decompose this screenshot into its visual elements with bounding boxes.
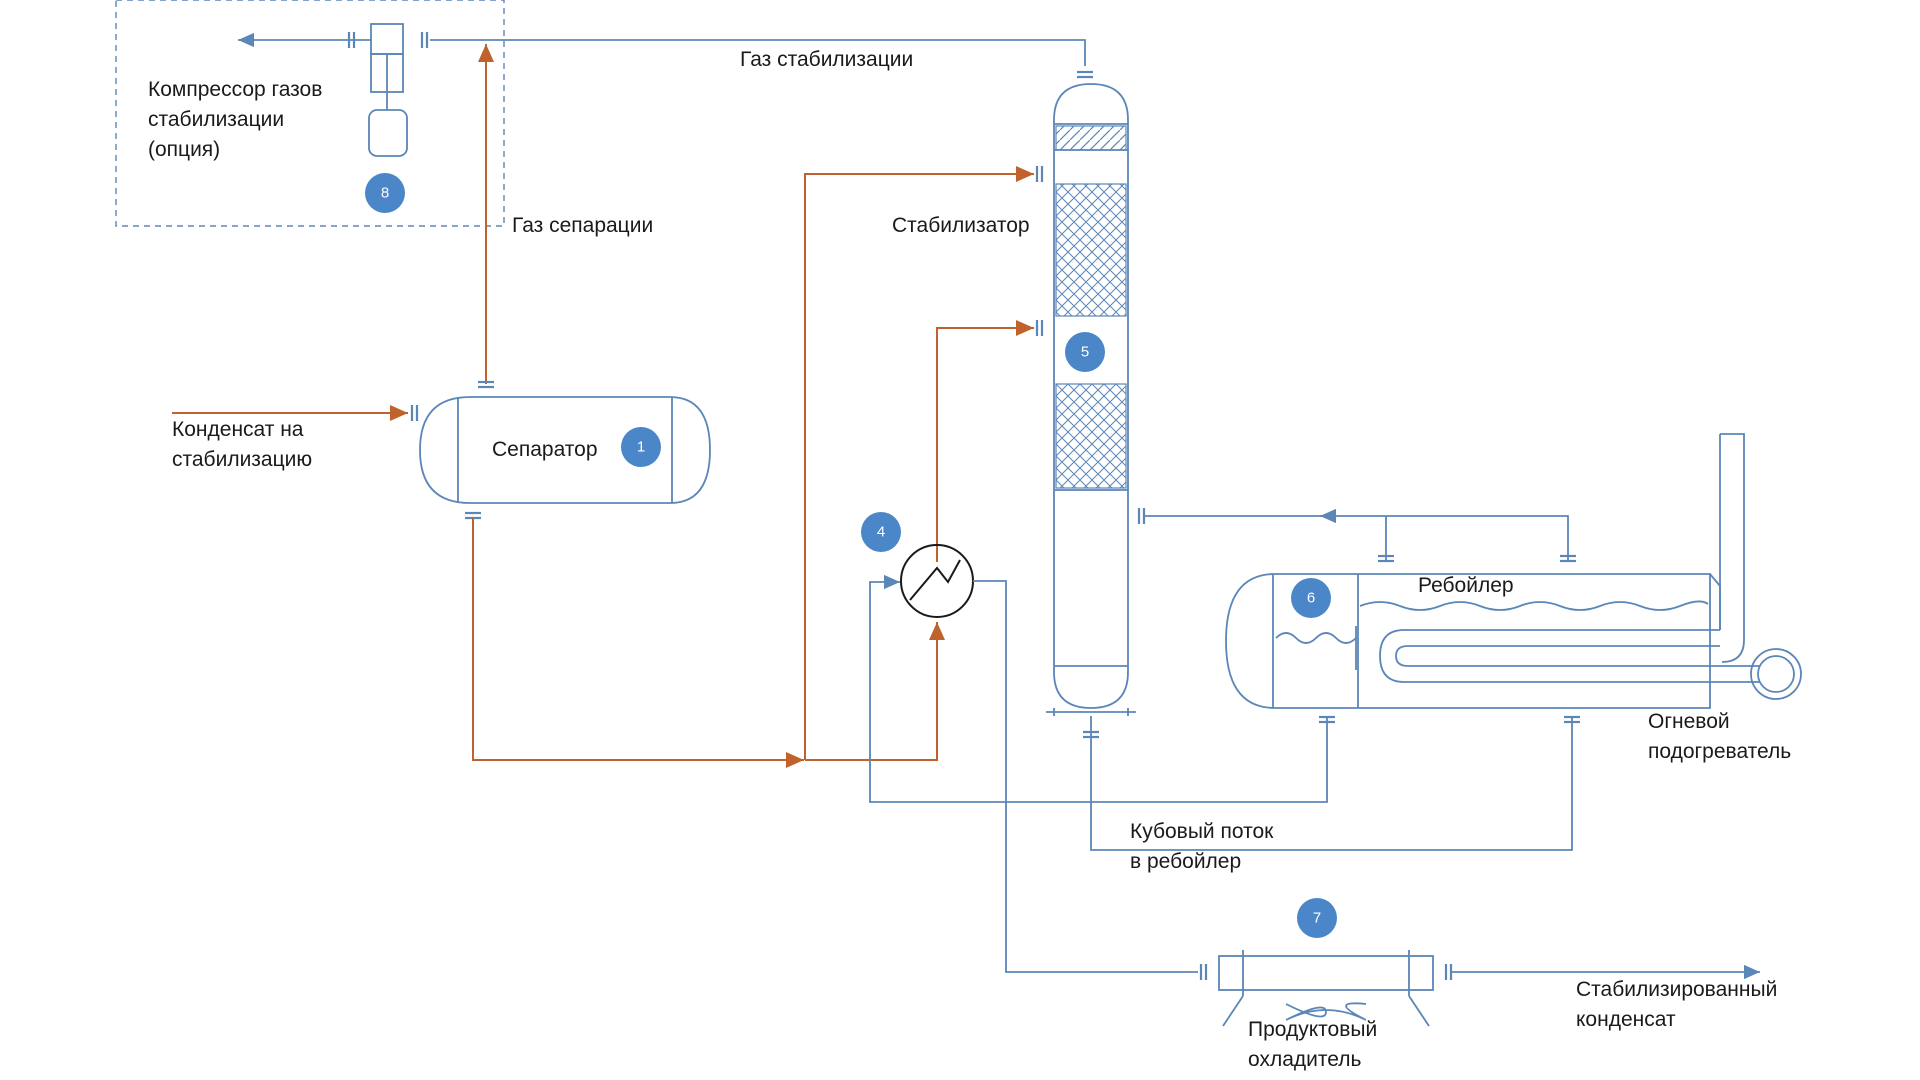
svg-text:7: 7 bbox=[1313, 910, 1321, 927]
compressor-option-box bbox=[115, 0, 505, 227]
svg-text:8: 8 bbox=[381, 185, 389, 202]
badge-stabilizer: 5 bbox=[1065, 332, 1105, 372]
reboiler-vapor-return bbox=[1145, 515, 1569, 560]
sep-gas-label: Газ сепарации bbox=[512, 214, 653, 237]
svg-text:1: 1 bbox=[637, 439, 645, 456]
badge-reboiler: 6 bbox=[1291, 578, 1331, 618]
reboiler bbox=[1225, 433, 1802, 709]
badge-cooler: 7 bbox=[1297, 898, 1337, 938]
badge-compressor: 8 bbox=[365, 173, 405, 213]
stabilizer-label: Стабилизатор bbox=[892, 214, 1030, 237]
product-cooler bbox=[1218, 950, 1434, 1027]
feed-label: Конденсат на стабилизацию bbox=[172, 418, 312, 471]
hx-out-to-cooler bbox=[973, 580, 1198, 973]
badge-separator: 1 bbox=[621, 427, 661, 467]
bottoms-to-reboiler bbox=[1090, 716, 1573, 851]
sep-liquid-line bbox=[472, 518, 804, 768]
stab-gas-label: Газ стабилизации bbox=[740, 48, 913, 71]
reboiler-label: Ребойлер bbox=[1418, 574, 1514, 597]
compressor-label: Компрессор газов стабилизации (опция) bbox=[148, 78, 328, 161]
stabilizer-column bbox=[1046, 83, 1136, 716]
cooler-label: Продуктовый охладитель bbox=[1248, 1018, 1383, 1071]
stab-gas-line bbox=[430, 39, 1086, 66]
separator-label: Сепаратор bbox=[492, 438, 598, 461]
bottoms-label: Кубовый поток в ребойлер bbox=[1130, 820, 1279, 873]
separator-vessel bbox=[419, 396, 711, 504]
product-label: Стабилизированный конденсат bbox=[1576, 978, 1783, 1031]
svg-text:6: 6 bbox=[1307, 590, 1315, 607]
fired-heater-label: Огневой подогреватель bbox=[1648, 710, 1791, 763]
feed-to-stab-upper bbox=[804, 166, 1034, 760]
svg-text:4: 4 bbox=[877, 524, 885, 541]
feed-to-stab-mid bbox=[936, 320, 1034, 562]
badge-heat-exchanger: 4 bbox=[861, 512, 901, 552]
svg-text:5: 5 bbox=[1081, 344, 1089, 361]
compressor bbox=[368, 23, 408, 157]
reboiler-liquid-out bbox=[869, 574, 1328, 803]
